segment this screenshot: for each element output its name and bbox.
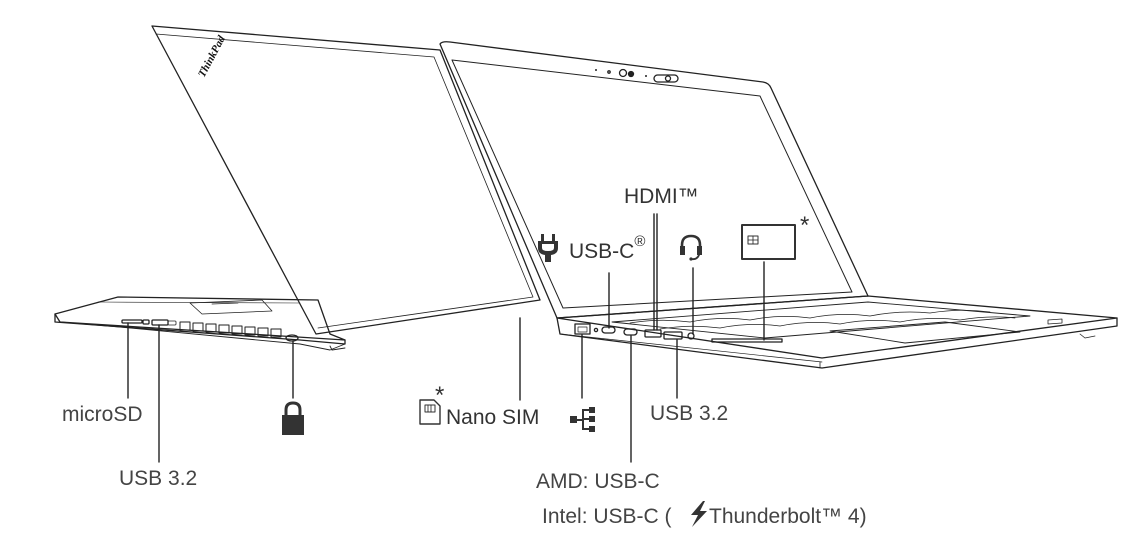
- nano-sim-label: Nano SIM: [446, 406, 540, 429]
- thunderbolt-label: Thunderbolt™ 4): [709, 505, 867, 528]
- leader-lines-right: [581, 213, 765, 463]
- usb-3-2-right-label: USB 3.2: [650, 402, 729, 425]
- usb-a-port-right: [663, 331, 683, 340]
- audio-jack: [687, 332, 695, 340]
- lock-icon: [282, 401, 304, 435]
- touchpad: [829, 321, 1021, 344]
- sim-card-icon: [419, 399, 441, 425]
- usb-3-2-left-label: USB 3.2: [119, 467, 198, 490]
- registered-mark: ®: [634, 233, 646, 250]
- microsd-slot: [121, 319, 143, 324]
- smart-card-asterisk: *: [800, 212, 810, 239]
- usb-c-power-label: USB-C®: [569, 234, 645, 263]
- svg-text:ThinkPad: ThinkPad: [196, 33, 228, 79]
- right-laptop-base: [556, 295, 1118, 359]
- ethernet-icon: [570, 407, 595, 432]
- usb-c-power-text: USB-C: [569, 240, 635, 263]
- left-laptop: ThinkPad: [54, 25, 541, 351]
- keyboard-area: [611, 301, 1031, 339]
- smart-card-icon: [741, 224, 796, 260]
- right-laptop-screen: [451, 59, 853, 309]
- right-laptop: [439, 41, 1118, 369]
- leader-lines-left: [127, 317, 521, 463]
- intel-usb-c-label: Intel: USB-C (: [542, 505, 672, 528]
- security-lock-slot: [285, 334, 299, 342]
- amd-usb-c-label: AMD: USB-C: [536, 470, 660, 493]
- nano-sim-asterisk: *: [435, 382, 445, 409]
- privacy-shutter: [653, 74, 679, 83]
- hdmi-port: [644, 329, 662, 338]
- left-laptop-base: [54, 296, 346, 341]
- hdmi-label: HDMI™: [624, 185, 699, 208]
- ethernet-port: [574, 323, 591, 335]
- thunderbolt-icon: [691, 501, 707, 527]
- left-side-vents: [179, 321, 282, 338]
- smart-card-slot: [711, 338, 783, 343]
- brand-logo: ThinkPad: [196, 33, 228, 79]
- usb-c-thunderbolt-port: [623, 328, 638, 336]
- webcam: [595, 68, 679, 83]
- power-plug-icon: [538, 234, 558, 262]
- microsd-label: microSD: [62, 403, 143, 426]
- left-laptop-lid: [151, 25, 541, 335]
- right-laptop-lid: [439, 41, 869, 319]
- headset-icon: [680, 234, 702, 261]
- usb-a-port-left: [151, 319, 169, 326]
